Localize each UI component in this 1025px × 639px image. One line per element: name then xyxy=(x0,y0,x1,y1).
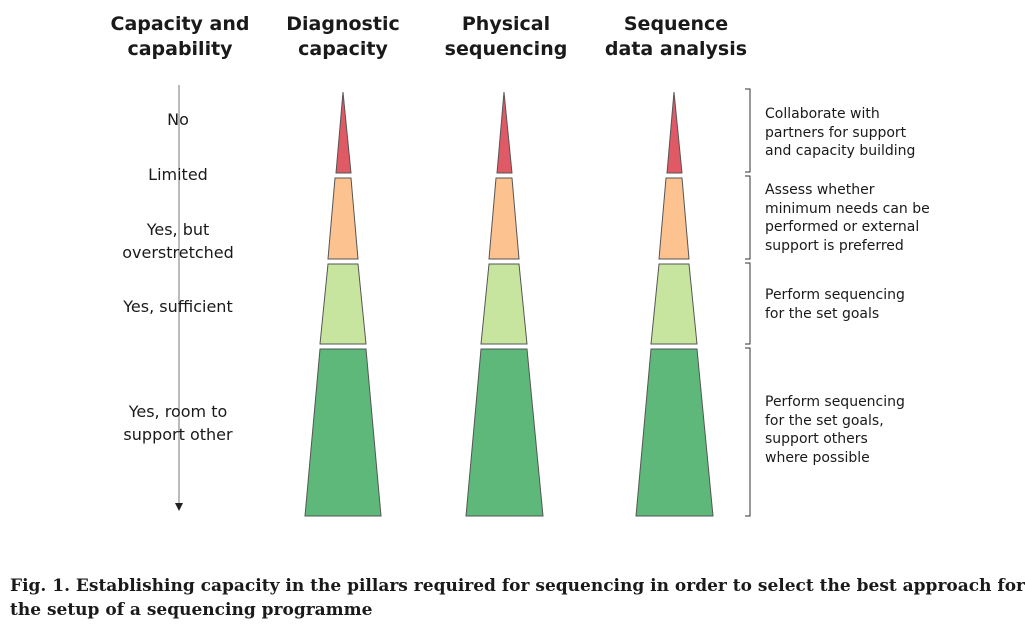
level-line-1: Yes, but xyxy=(146,220,210,239)
header-line-2: capability xyxy=(127,38,233,60)
pillar-physical-segment-light-green xyxy=(480,263,528,345)
pillar-analysis-segment-red xyxy=(666,91,683,174)
note-line: Collaborate with xyxy=(765,106,880,122)
header-line-1: Capacity and xyxy=(110,13,250,35)
note-line: performed or external xyxy=(765,219,920,235)
note-collaborate: Collaborate with partners for support an… xyxy=(765,105,915,161)
level-yes-but-overstretched: Yes, but overstretched xyxy=(122,218,234,264)
header-diagnostic-capacity: Diagnostic capacity xyxy=(286,12,399,62)
header-capacity-and-capability: Capacity and capability xyxy=(111,12,250,62)
header-line-2: data analysis xyxy=(604,38,748,60)
pillar-diagnostic-segment-light-green xyxy=(319,263,367,345)
header-physical-sequencing: Physical sequencing xyxy=(445,12,568,62)
pillar-physical-segment-orange xyxy=(488,177,520,260)
caption-line-1: Fig. 1. Establishing capacity in the pil… xyxy=(10,576,1025,596)
pillar-analysis-segment-green xyxy=(635,348,714,517)
bracket-collaborate xyxy=(745,88,751,173)
level-line-1: Yes, room to xyxy=(128,402,228,421)
note-line: support is preferred xyxy=(765,237,904,254)
level-limited: Limited xyxy=(148,163,208,186)
header-line-1: Physical xyxy=(461,13,551,35)
note-line: for the set goals, xyxy=(765,412,884,429)
level-line-2: overstretched xyxy=(122,243,234,262)
pillar-sequence-data-analysis xyxy=(635,91,714,517)
note-perform: Perform sequencing for the set goals xyxy=(765,286,905,323)
level-line-2: support other xyxy=(123,425,233,444)
note-line: for the set goals xyxy=(765,305,880,322)
note-line: partners for support xyxy=(765,124,907,141)
header-line-1: Sequence xyxy=(623,13,729,35)
header-line-2: sequencing xyxy=(444,38,568,60)
pillar-physical-segment-green xyxy=(465,348,544,517)
pillar-physical-sequencing xyxy=(465,91,544,517)
bracket-assess xyxy=(745,175,751,260)
pillar-analysis-segment-orange xyxy=(658,177,690,260)
note-perform-support: Perform sequencing for the set goals, su… xyxy=(765,393,905,467)
pillar-diagnostic-segment-orange xyxy=(327,177,359,260)
note-line: Perform sequencing xyxy=(765,287,905,303)
level-yes-sufficient: Yes, sufficient xyxy=(123,295,232,318)
header-line-2: capacity xyxy=(298,38,388,60)
note-assess: Assess whether minimum needs can be perf… xyxy=(765,181,930,255)
caption-line-2: the setup of a sequencing programme xyxy=(10,600,373,620)
header-line-1: Diagnostic xyxy=(286,13,400,35)
pillar-diagnostic-segment-red xyxy=(335,91,352,174)
level-line-1: No xyxy=(167,110,189,129)
pillar-analysis-segment-light-green xyxy=(650,263,698,345)
header-sequence-data-analysis: Sequence data analysis xyxy=(605,12,747,62)
level-line-1: Yes, sufficient xyxy=(123,297,233,316)
level-no: No xyxy=(167,108,189,131)
bracket-perform-support xyxy=(745,347,751,517)
scale-arrow-head xyxy=(175,503,183,511)
pillar-diagnostic-segment-green xyxy=(304,348,382,517)
note-line: and capacity building xyxy=(765,143,916,159)
pillar-diagram xyxy=(175,85,751,517)
level-line-1: Limited xyxy=(148,165,208,184)
note-line: Assess whether xyxy=(765,182,875,198)
note-line: minimum needs can be xyxy=(765,200,930,217)
pillar-diagnostic-capacity xyxy=(304,91,382,517)
note-line: support others xyxy=(765,431,868,447)
level-yes-room-to-support-other: Yes, room to support other xyxy=(123,400,232,446)
note-line: Perform sequencing xyxy=(765,394,905,410)
pillar-physical-segment-red xyxy=(496,91,513,174)
note-line: where possible xyxy=(765,449,870,466)
figure-caption: Fig. 1. Establishing capacity in the pil… xyxy=(10,574,1025,622)
bracket-perform xyxy=(745,262,751,345)
